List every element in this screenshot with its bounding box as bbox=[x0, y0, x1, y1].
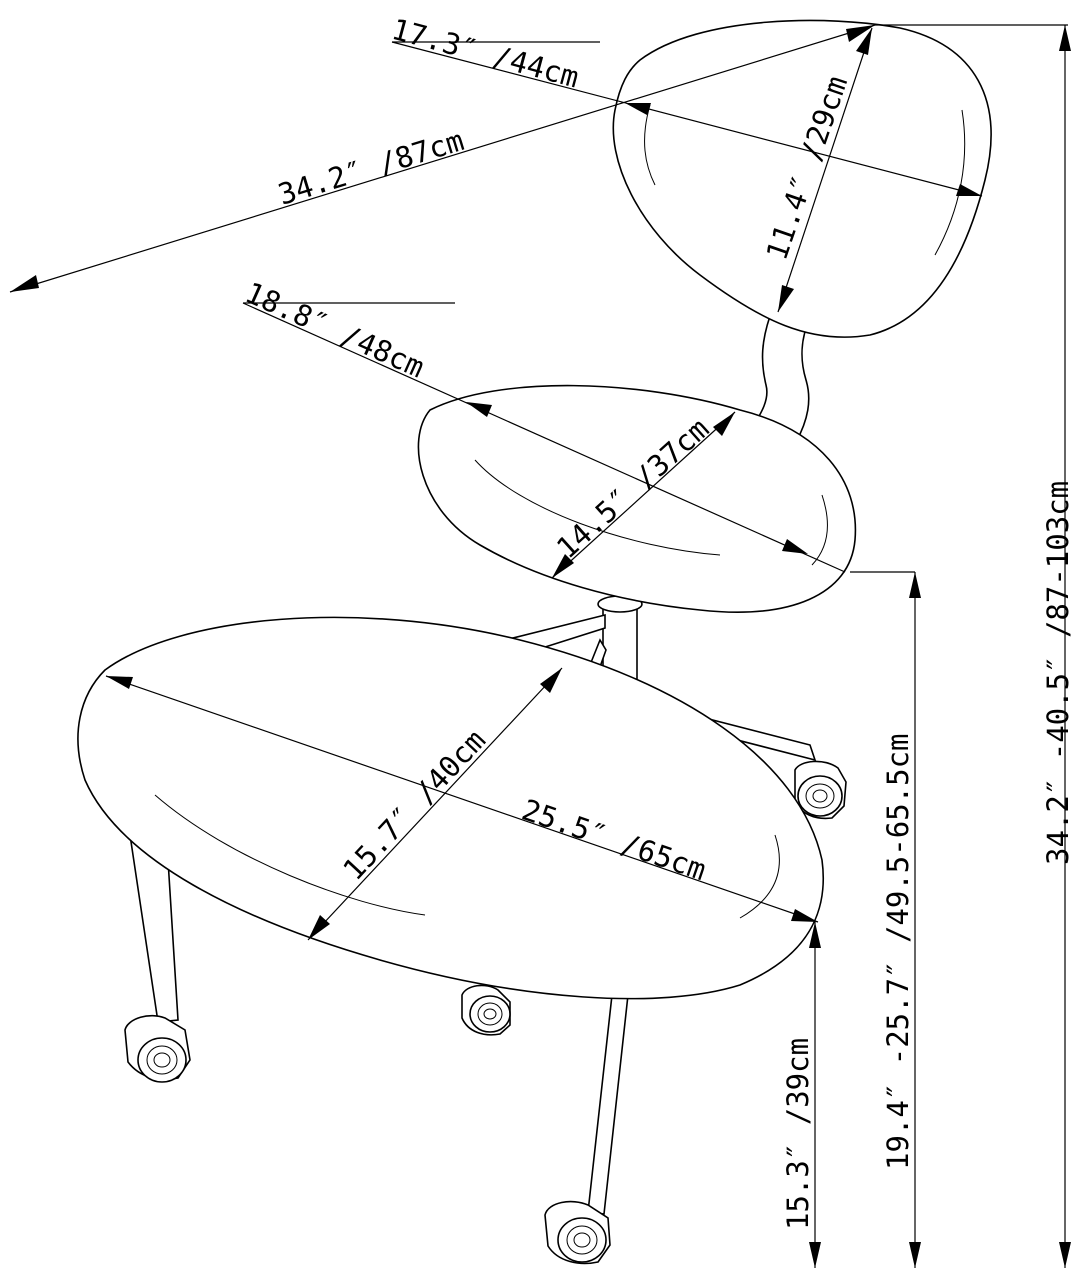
dimension-lines bbox=[9, 24, 1071, 1268]
caster-rear-right bbox=[794, 760, 847, 820]
label-seat-width: 18.8″ /48cm bbox=[240, 275, 429, 384]
seat-pad bbox=[417, 384, 857, 613]
caster-rear-center bbox=[461, 984, 511, 1036]
label-back-width: 17.3″ /44cm bbox=[388, 12, 582, 95]
caster-front-left bbox=[124, 1014, 191, 1083]
label-knee-height: 15.3″ /39cm bbox=[781, 1038, 815, 1230]
back-pad bbox=[612, 19, 992, 338]
label-chair-span: 34.2″ /87cm bbox=[274, 123, 468, 212]
caster-front-right bbox=[544, 1200, 611, 1265]
label-seat-height: 19.4″ -25.7″ /49.5-65.5cm bbox=[881, 734, 915, 1171]
label-total-height: 34.2″ -40.5″ /87-103cm bbox=[1041, 481, 1074, 865]
knee-pad bbox=[77, 616, 824, 1000]
